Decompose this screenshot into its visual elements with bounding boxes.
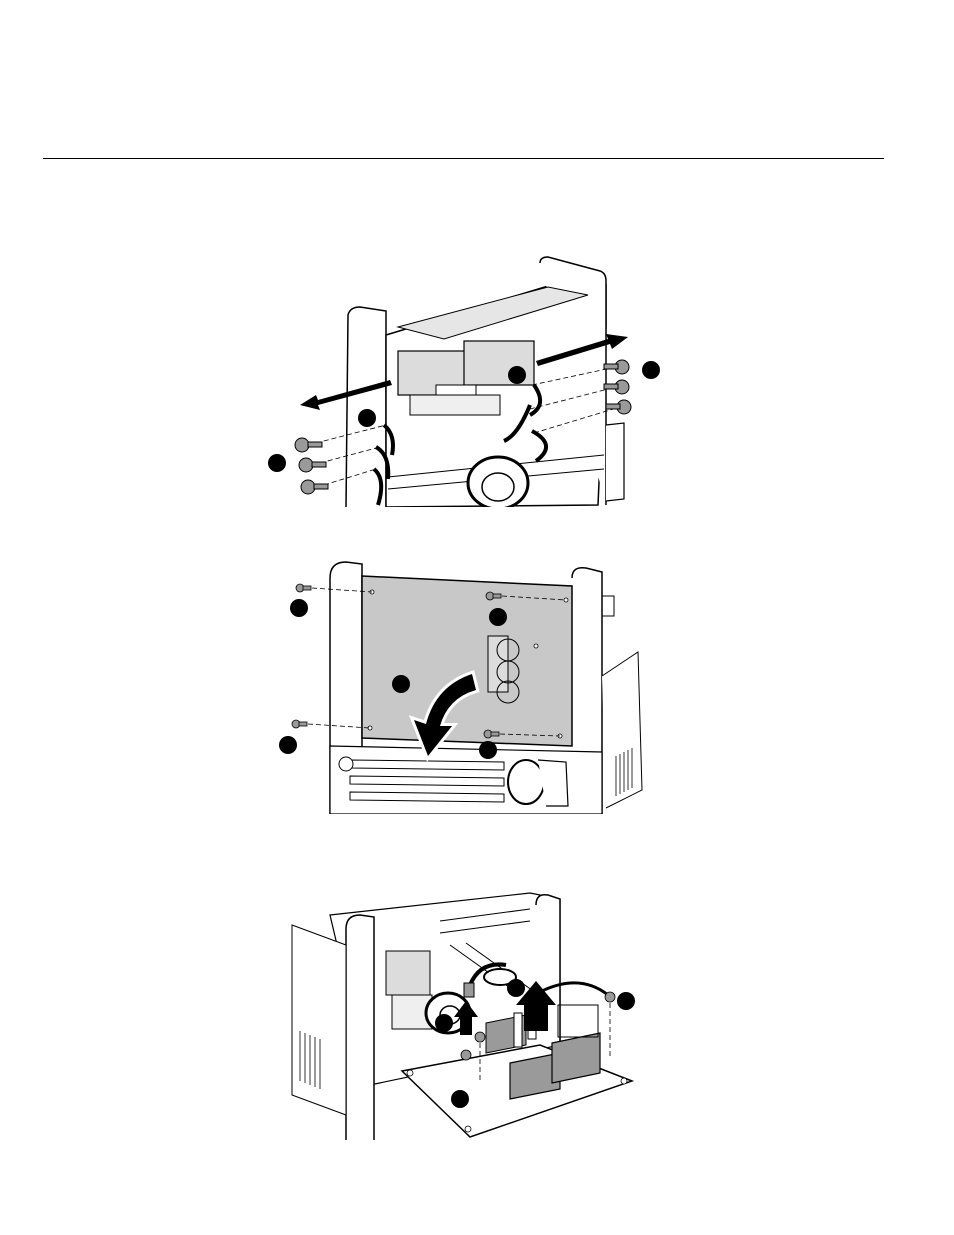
callout-dot: [508, 366, 526, 384]
screws-right: [604, 360, 631, 414]
callout-dot: [642, 361, 660, 379]
left-side-assembly: [292, 925, 346, 1115]
component-base: [410, 395, 500, 415]
callout-dot: [617, 992, 635, 1010]
figure-rear-panel: [276, 556, 646, 814]
callout-dot: [479, 741, 497, 759]
figure-1-drawing: [268, 255, 664, 507]
housing-right-side: [606, 423, 624, 501]
interior-module: [386, 951, 430, 995]
figure-2-drawing: [276, 556, 646, 814]
callout-dot: [279, 736, 297, 754]
callout-dot: [489, 608, 507, 626]
figure-terminal-screws: [268, 255, 664, 507]
rear-panel: [362, 576, 572, 746]
cable-connector: [464, 983, 474, 997]
header-rule: [43, 158, 884, 159]
callout-dot: [392, 675, 410, 693]
callout-dot: [507, 979, 525, 997]
callout-dot: [451, 1090, 469, 1108]
callout-dot: [358, 409, 376, 427]
callout-dot: [268, 454, 286, 472]
callout-dot: [435, 1014, 453, 1032]
side-bracket: [602, 596, 614, 616]
screws-left: [295, 438, 328, 494]
figure-3-drawing: [290, 885, 642, 1140]
side-assembly: [602, 652, 642, 808]
lower-connector-ring: [508, 760, 544, 804]
figure-board-removal: [290, 885, 642, 1140]
board-frame: [558, 1005, 598, 1037]
toroid-hole: [482, 473, 514, 501]
board-standoff: [514, 1013, 522, 1047]
component-tab: [436, 385, 476, 395]
front-frame: [346, 915, 374, 1140]
vent-round: [339, 757, 353, 771]
callout-dot: [290, 599, 308, 617]
